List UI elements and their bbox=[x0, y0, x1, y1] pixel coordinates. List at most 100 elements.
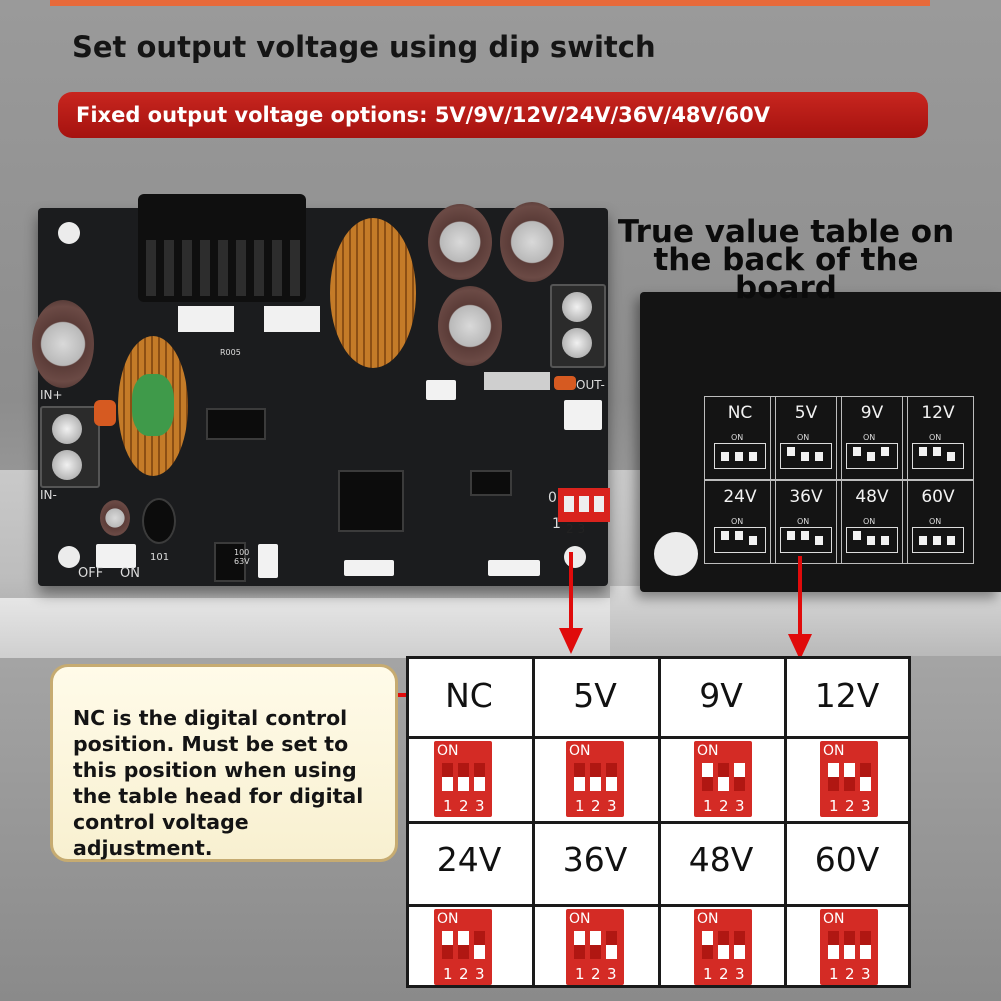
mosfet bbox=[178, 306, 234, 332]
input-terminal bbox=[40, 406, 100, 488]
ic-chip bbox=[214, 542, 246, 582]
onboard-dip-switch bbox=[558, 488, 610, 522]
dip-number: 3 bbox=[475, 797, 485, 815]
dip-number: 2 bbox=[719, 797, 729, 815]
dip-knob bbox=[590, 777, 601, 791]
back-table-title: True value table on the back of the boar… bbox=[606, 217, 966, 306]
back-cell: 36V ON bbox=[770, 480, 842, 564]
connector bbox=[344, 560, 394, 576]
pedestal-left bbox=[0, 598, 620, 658]
dip-number: 3 bbox=[861, 965, 871, 983]
label-in-minus: IN- bbox=[40, 488, 57, 502]
dip-slot bbox=[458, 763, 469, 791]
dip-slot bbox=[702, 763, 713, 791]
fuse bbox=[554, 376, 576, 390]
dip-number: 2 bbox=[845, 797, 855, 815]
dip-slot bbox=[606, 763, 617, 791]
dip-knob bbox=[590, 931, 601, 945]
dip-on-label: ON bbox=[697, 911, 719, 927]
toroid-inductor-small bbox=[118, 336, 188, 476]
back-title-line-2: the back of the board bbox=[653, 242, 919, 306]
label-on: ON bbox=[120, 566, 140, 581]
dip-number: 2 bbox=[591, 797, 601, 815]
dip-knob bbox=[574, 931, 585, 945]
dip-knob bbox=[860, 945, 871, 959]
back-cell: 24V ON bbox=[704, 480, 776, 564]
voltage-options-banner: Fixed output voltage options: 5V/9V/12V/… bbox=[58, 92, 928, 138]
voltage-options-text: Fixed output voltage options: 5V/9V/12V/… bbox=[76, 103, 770, 127]
dip-knob bbox=[844, 763, 855, 777]
dip-knob bbox=[702, 931, 713, 945]
back-cell: 12V ON bbox=[902, 396, 974, 480]
dip-on-label: ON bbox=[697, 743, 719, 759]
arrow-shaft bbox=[569, 552, 573, 644]
mount-hole bbox=[654, 532, 698, 576]
dip-number: 3 bbox=[861, 797, 871, 815]
resistor-array bbox=[484, 372, 550, 390]
ic-chip bbox=[206, 408, 266, 440]
mount-hole bbox=[564, 546, 586, 568]
dip-slot bbox=[590, 931, 601, 959]
dip-slot bbox=[574, 931, 585, 959]
dip-slot bbox=[828, 763, 839, 791]
table-label-36v: 36V bbox=[562, 840, 628, 879]
arrow-down-icon bbox=[559, 628, 583, 654]
capacitor-small bbox=[100, 500, 130, 536]
dip-on-label: ON bbox=[437, 911, 459, 927]
back-value-table: NC ON 5V ON 9V ON 12V ON 24V ON 36V ON bbox=[704, 396, 1000, 568]
connector bbox=[426, 380, 456, 400]
dip-number: 3 bbox=[735, 965, 745, 983]
dip-number: 1 bbox=[443, 965, 453, 983]
dip-slot bbox=[442, 763, 453, 791]
nc-note-text: NC is the digital control position. Must… bbox=[73, 706, 364, 860]
back-cell: 5V ON bbox=[770, 396, 842, 480]
dip-number: 2 bbox=[719, 965, 729, 983]
dip-number: 1 bbox=[829, 797, 839, 815]
label-zero: 0 bbox=[548, 490, 557, 506]
nc-note-box: NC is the digital control position. Must… bbox=[50, 664, 398, 862]
output-terminal bbox=[550, 284, 606, 368]
arrow-down-icon bbox=[788, 634, 812, 660]
mosfet bbox=[264, 306, 320, 332]
back-cell: 48V ON bbox=[836, 480, 908, 564]
dip-slot bbox=[442, 931, 453, 959]
table-label-48v: 48V bbox=[688, 840, 754, 879]
dip-slot bbox=[474, 931, 485, 959]
dip-knob bbox=[442, 931, 453, 945]
dip-number: 3 bbox=[475, 965, 485, 983]
back-cell: 60V ON bbox=[902, 480, 974, 564]
controller-chip bbox=[338, 470, 404, 532]
dip-on-label: ON bbox=[569, 911, 591, 927]
converter-board-photo: IN+ IN- OUT- OFF ON 0 1 101 R005 100 63V bbox=[32, 194, 608, 586]
dip-knob bbox=[718, 777, 729, 791]
dip-knob bbox=[574, 777, 585, 791]
dip-knob bbox=[860, 777, 871, 791]
dip-slot bbox=[590, 763, 601, 791]
dip-number: 2 bbox=[459, 965, 469, 983]
power-inductor bbox=[142, 498, 176, 544]
onboard-dip-numbers: 2 3 bbox=[566, 522, 586, 536]
dip-number: 1 bbox=[575, 797, 585, 815]
green-core bbox=[132, 374, 174, 436]
label-inductor-code: 101 bbox=[150, 552, 170, 563]
arrow-shaft bbox=[798, 556, 802, 640]
table-label-5v: 5V bbox=[573, 676, 617, 715]
dip-on-label: ON bbox=[823, 743, 845, 759]
switch-off-on bbox=[96, 544, 136, 568]
dip-slot bbox=[718, 763, 729, 791]
dip-slot bbox=[828, 931, 839, 959]
ic-chip bbox=[470, 470, 512, 496]
dip-knob bbox=[718, 945, 729, 959]
board-back-photo: NC ON 5V ON 9V ON 12V ON 24V ON 36V ON bbox=[640, 292, 1001, 592]
dip-number: 1 bbox=[703, 965, 713, 983]
back-cell: NC ON bbox=[704, 396, 776, 480]
dip-knob bbox=[828, 763, 839, 777]
table-label-24v: 24V bbox=[436, 840, 502, 879]
dip-number: 3 bbox=[735, 797, 745, 815]
dip-slot bbox=[844, 931, 855, 959]
